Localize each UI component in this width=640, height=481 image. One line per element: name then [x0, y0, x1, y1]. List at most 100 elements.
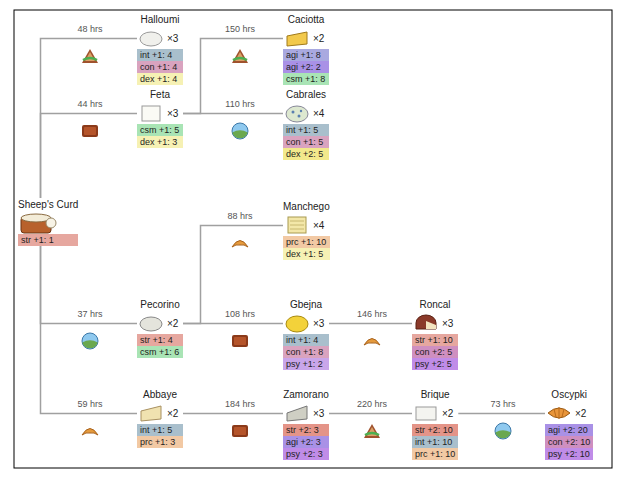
duration-label: 146 hrs: [355, 309, 389, 320]
stat-text: con +2: 5: [415, 347, 452, 357]
stat-text: dex +2: 5: [286, 149, 323, 159]
stat-text: prc +1: 10: [286, 237, 326, 247]
icon-space: [412, 403, 442, 423]
duration-label: 110 hrs: [223, 99, 256, 110]
stat-text: dex +1: 4: [140, 74, 177, 84]
icon-row: ×4: [283, 214, 330, 236]
yield-count: ×2: [167, 408, 178, 419]
cheese-node: Manchego×4prc +1: 10dex +1: 5: [283, 200, 330, 260]
stat-text: con +2: 10: [548, 437, 590, 447]
stat-badge: psy +2: 5: [412, 358, 458, 370]
icon-row: ×3: [283, 312, 329, 334]
icon-space: [283, 313, 313, 333]
icon-space: [137, 28, 167, 48]
stat-text: con +1: 5: [286, 137, 323, 147]
yield-count: ×2: [575, 408, 586, 419]
connector-line: [183, 226, 283, 324]
curd-tub-icon: [21, 214, 56, 233]
stat-text: str +1: 4: [140, 335, 173, 345]
stat-badge: psy +2: 3: [283, 448, 329, 460]
icon-row: ×3: [283, 402, 329, 424]
stat-badge: str +2: 3: [283, 424, 329, 436]
stat-badge: prc +1: 10: [412, 448, 458, 460]
sandwich-icon: [364, 424, 380, 438]
cheese-node: Gbejna×3int +1: 4con +1: 8psy +1: 2: [283, 298, 329, 370]
stat-badge: dex +1: 3: [137, 136, 183, 148]
stat-badge: psy +2: 10: [545, 448, 593, 460]
duration-label: 88 hrs: [225, 211, 254, 222]
cheese-node: Cabrales×4int +1: 5con +1: 5dex +2: 5: [283, 88, 329, 160]
duration-label: 220 hrs: [355, 399, 389, 410]
yield-count: ×3: [442, 318, 453, 329]
stat-badge: prc +1: 10: [283, 236, 330, 248]
cheese-name: Feta: [137, 88, 183, 102]
cheese-name: Caciotta: [283, 13, 329, 27]
frame: [14, 10, 612, 468]
stat-text: prc +1: 10: [415, 449, 455, 459]
yield-count: ×3: [167, 33, 178, 44]
stat-badge: csm +1: 5: [137, 124, 183, 136]
cheese-icon: [141, 406, 161, 421]
stat-badge: csm +1: 8: [283, 73, 329, 85]
stat-badge: con +1: 4: [137, 61, 183, 73]
yield-count: ×3: [167, 108, 178, 119]
stat-badge: int +1: 5: [137, 424, 183, 436]
stat-text: agi +2: 2: [286, 62, 321, 72]
bread-icon: [232, 241, 248, 248]
yield-count: ×4: [313, 108, 324, 119]
cheese-name: Halloumi: [137, 13, 183, 27]
stat-text: int +1: 5: [286, 125, 318, 135]
icon-space: [545, 403, 575, 423]
icon-row: ×2: [137, 312, 183, 334]
icon-row: ×4: [283, 102, 329, 124]
cheese-icon: [416, 407, 436, 420]
duration-label: 37 hrs: [75, 309, 104, 320]
icon-row: ×3: [137, 102, 183, 124]
sandwich-icon: [232, 49, 248, 63]
connector-line: [458, 413, 545, 415]
stat-text: str +1: 10: [415, 335, 453, 345]
cheese-name: Brique: [412, 388, 458, 402]
icon-row: ×2: [545, 402, 593, 424]
stat-badge: int +1: 5: [283, 124, 329, 136]
cheese-icon: [287, 32, 307, 46]
icon-space: [137, 103, 167, 123]
stat-badge: con +2: 10: [545, 436, 593, 448]
stat-text: psy +2: 3: [286, 449, 323, 459]
cheese-name: Oscypki: [545, 388, 593, 402]
stat-text: int +1: 4: [140, 50, 172, 60]
stat-text: con +1: 8: [286, 347, 323, 357]
cheese-icon: [142, 106, 160, 121]
cheese-icon: [288, 217, 306, 233]
stat-badge: agi +2: 20: [545, 424, 593, 436]
cheese-icon: [286, 106, 308, 122]
connector-line: [183, 39, 283, 114]
cheese-icon: [287, 406, 307, 421]
stat-text: str +2: 10: [415, 425, 453, 435]
icon-row: ×2: [137, 402, 183, 424]
cheese-node: Sheep's Curdstr +1: 1: [18, 198, 78, 246]
cheese-icon: [286, 316, 308, 332]
cheese-node: Caciotta×2agi +1: 8agi +2: 2csm +1: 8: [283, 13, 329, 85]
landscape-icon: [82, 333, 98, 349]
icon-row: ×3: [412, 312, 458, 334]
cheese-node: Feta ×3 csm +1: 5dex +1: 3: [137, 88, 183, 148]
connector-line: [183, 113, 283, 115]
stat-badge: dex +1: 5: [283, 248, 330, 260]
cheese-name: Abbaye: [137, 388, 183, 402]
icon-space: [283, 28, 313, 48]
stat-badge: csm +1: 6: [137, 346, 183, 358]
stat-badge: int +1: 10: [412, 436, 458, 448]
cheese-node: Abbaye×2int +1: 5prc +1: 3: [137, 388, 183, 448]
cheese-node: Zamorano×3str +2: 3agi +2: 3psy +2: 3: [283, 388, 329, 460]
yield-count: ×2: [442, 408, 453, 419]
cheese-node: Brique ×2 str +2: 10int +1: 10prc +1: 10: [412, 388, 458, 460]
stat-badge: str +1: 10: [412, 334, 458, 346]
yield-count: ×4: [313, 220, 324, 231]
cheese-name: Pecorino: [137, 298, 183, 312]
cheese-icon: [548, 407, 570, 419]
stat-text: con +1: 4: [140, 62, 177, 72]
cheese-node: Roncal×3str +1: 10con +2: 5psy +2: 5: [412, 298, 458, 370]
duration-label: 184 hrs: [223, 399, 257, 410]
stat-badge: int +1: 4: [137, 49, 183, 61]
